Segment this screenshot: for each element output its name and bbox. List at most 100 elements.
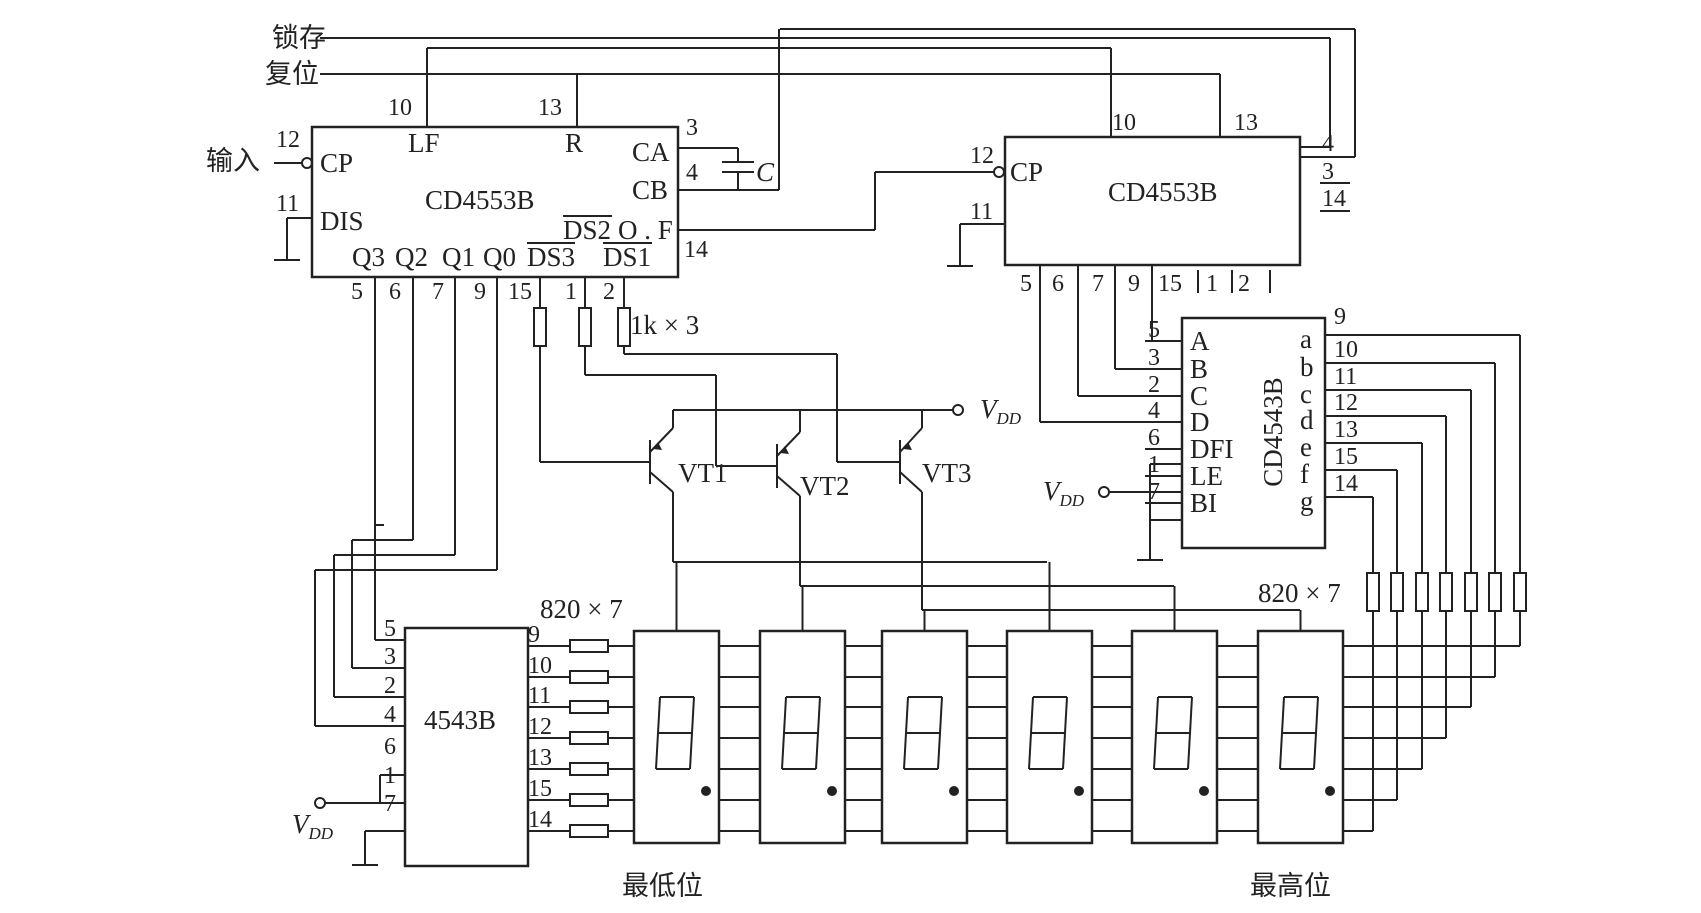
counter-right-pin-12: 12 bbox=[970, 143, 994, 169]
pin-ds1-number: 1 bbox=[565, 279, 577, 305]
decoder-right-name: CD4543B bbox=[1258, 377, 1288, 487]
pin-of-label: O . F bbox=[618, 215, 673, 245]
decoder-right-input-number: 6 bbox=[1148, 425, 1160, 451]
vt3-label: VT3 bbox=[922, 458, 972, 488]
decoder-right-output-label: b bbox=[1300, 352, 1314, 382]
pin-q2-label: Q2 bbox=[395, 242, 428, 272]
counter-right-pin-15: 15 bbox=[1158, 271, 1182, 297]
capacitor-label: C bbox=[756, 157, 775, 187]
resistor bbox=[569, 824, 609, 838]
segment-b bbox=[817, 696, 821, 734]
decoder-right-input-number: 2 bbox=[1148, 372, 1160, 398]
display-body bbox=[1005, 629, 1094, 845]
transistor-collector bbox=[899, 471, 923, 493]
segment-f bbox=[1030, 696, 1034, 734]
emitter-arrow bbox=[903, 442, 912, 450]
pin-q0-number: 9 bbox=[474, 279, 486, 305]
resistor bbox=[569, 731, 609, 745]
decoder-left-input-number: 4 bbox=[384, 702, 396, 728]
decoder-right-input-label: LE bbox=[1190, 461, 1223, 491]
decimal-point bbox=[1074, 786, 1084, 796]
counter-right-pin-13: 13 bbox=[1234, 110, 1258, 136]
counter-right-cp-label: CP bbox=[1010, 157, 1043, 187]
resistor bbox=[1513, 572, 1527, 612]
decoder-left-output-number: 13 bbox=[528, 745, 552, 771]
decoder-right-input-number: 4 bbox=[1148, 398, 1160, 424]
decoder-right-output-number: 13 bbox=[1334, 417, 1358, 443]
pin-cp-label: CP bbox=[320, 148, 353, 178]
counter-right: CD4553B CP bbox=[1003, 135, 1302, 267]
decoder-right-output-label: c bbox=[1300, 379, 1312, 409]
decoder-right-input-number: 5 bbox=[1148, 317, 1160, 343]
pin-cb-number: 4 bbox=[686, 160, 698, 186]
pin-r-label: R bbox=[565, 128, 583, 158]
seven-segment-display bbox=[1005, 629, 1094, 845]
decoder-right-output-number: 15 bbox=[1334, 444, 1358, 470]
vt1-label: VT1 bbox=[678, 458, 728, 488]
segment-f bbox=[905, 696, 909, 734]
segment-b bbox=[691, 696, 695, 734]
counter-right-pin-1: 1 bbox=[1206, 271, 1218, 297]
resistor bbox=[1390, 572, 1404, 612]
segment-resistors-right bbox=[1343, 334, 1527, 832]
seven-segment-display bbox=[1256, 629, 1345, 845]
segment-bus-wiring bbox=[719, 645, 1258, 832]
decoder-right-output-label: e bbox=[1300, 432, 1312, 462]
decoder-left-output-number: 11 bbox=[528, 683, 551, 709]
resistor bbox=[578, 307, 592, 347]
vdd-label-left: VDD bbox=[292, 809, 334, 843]
counter-right-pin-2: 2 bbox=[1238, 271, 1250, 297]
highest-digit-label: 最高位 bbox=[1250, 871, 1331, 902]
resistor bbox=[569, 639, 609, 653]
seven-segment-display bbox=[880, 629, 969, 845]
decoder-right-input-label: D bbox=[1190, 407, 1210, 437]
segment-e bbox=[655, 732, 659, 770]
display-body bbox=[1256, 629, 1345, 845]
segment-c bbox=[689, 732, 693, 770]
resistor bbox=[1415, 572, 1429, 612]
pin-ds2-number: 2 bbox=[603, 279, 615, 305]
decimal-point bbox=[1199, 786, 1209, 796]
decoder-left-input-number: 2 bbox=[384, 673, 396, 699]
counter-right-name: CD4553B bbox=[1108, 177, 1218, 207]
decoder-left-input-number: 5 bbox=[384, 616, 396, 642]
segment-e bbox=[1279, 732, 1283, 770]
vdd-label-right: VDD bbox=[1043, 476, 1085, 510]
decoder-right-input-label: DFI bbox=[1190, 434, 1234, 464]
pin-ds1-label: DS1 bbox=[603, 242, 651, 272]
input-signal-label: 输入 bbox=[206, 146, 260, 177]
overflow-wiring bbox=[678, 171, 993, 231]
pin-ca-number: 3 bbox=[686, 115, 698, 141]
capacitor bbox=[678, 29, 780, 191]
segment-f bbox=[783, 696, 787, 734]
decoder-left-name: 4543B bbox=[424, 705, 496, 735]
counter-right-pin-9: 9 bbox=[1128, 271, 1140, 297]
pin-ca-label: CA bbox=[632, 137, 670, 167]
seven-segment-display bbox=[1130, 629, 1219, 845]
cp-inversion-bubble-right bbox=[993, 166, 1005, 178]
digit-common-wiring bbox=[672, 510, 1302, 631]
resistor bbox=[1439, 572, 1453, 612]
reset-signal-label: 复位 bbox=[265, 59, 319, 90]
segment-c bbox=[1187, 732, 1191, 770]
resistor bbox=[617, 307, 631, 347]
pin-lf-number: 10 bbox=[388, 95, 412, 121]
base-resistors bbox=[533, 277, 900, 467]
pin-ds3-number: 15 bbox=[508, 279, 532, 305]
vdd-label-top: VDD bbox=[980, 394, 1022, 428]
decoder-right: CD4543B bbox=[1180, 316, 1327, 550]
pin-q1-number: 7 bbox=[432, 279, 444, 305]
decoder-right-output-label: a bbox=[1300, 324, 1312, 354]
decoder-right-output-number: 9 bbox=[1334, 304, 1346, 330]
display-body bbox=[1130, 629, 1219, 845]
counter-left-name: CD4553B bbox=[425, 185, 535, 215]
decoder-right-output-label: d bbox=[1300, 405, 1314, 435]
segment-f bbox=[1281, 696, 1285, 734]
display-body bbox=[880, 629, 969, 845]
decoder-right-output-number: 11 bbox=[1334, 364, 1357, 390]
segment-b bbox=[1064, 696, 1068, 734]
display-body bbox=[632, 629, 721, 845]
pin-lf-label: LF bbox=[408, 128, 440, 158]
